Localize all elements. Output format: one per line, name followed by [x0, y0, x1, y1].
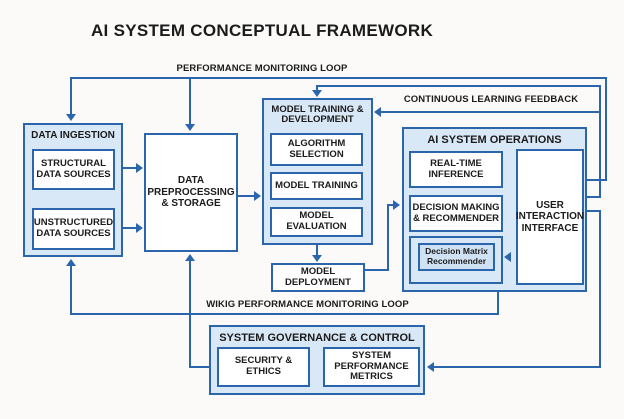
connector-preprocessing-to-training: [238, 195, 256, 197]
connector-top-loop-horizontal: [70, 77, 607, 79]
arrow-into-governance-right: [427, 362, 434, 372]
arrow-into-decision-matrix: [504, 252, 511, 262]
connector-deployment-up: [387, 204, 389, 271]
connector-top-loop-right-vertical: [605, 77, 607, 181]
connector-feedback-to-training-top: [316, 85, 318, 91]
connector-feedback-arrow-line: [380, 111, 601, 113]
diagram-title: AI SYSTEM CONCEPTUAL FRAMEWORK: [90, 21, 434, 40]
panel-model-training-title: MODEL TRAINING & DEVELOPMENT: [271, 104, 364, 126]
connector-feedback-upper-horizontal: [316, 85, 601, 87]
box-decision-matrix-recommender: Decision Matrix Recommender: [418, 243, 495, 271]
arrow-into-preprocessing-top: [185, 124, 195, 131]
connector-feedback-right-vertical: [599, 85, 601, 198]
box-algorithm-selection: ALGORITHM SELECTION: [270, 133, 363, 166]
connector-operations-to-wikig: [497, 292, 499, 315]
arrow-into-data-ingestion-top: [66, 114, 76, 121]
arrow-unstructured-to-preprocessing: [136, 223, 143, 233]
connector-training-to-deployment: [316, 245, 318, 256]
arrow-into-preprocessing-bottom: [185, 254, 195, 261]
connector-unstructured-to-preprocessing: [115, 227, 137, 229]
box-security-ethics: SECURITY & ETHICS: [217, 347, 310, 387]
arrow-into-ai-operations: [393, 200, 400, 210]
box-realtime-inference: REAL-TIME INFERENCE: [409, 151, 503, 188]
box-model-training: MODEL TRAINING: [270, 172, 363, 200]
label-wikig-monitoring-loop: WIKIG PERFORMANCE MONITORING LOOP: [206, 299, 409, 310]
label-performance-monitoring-loop: PERFORMANCE MONITORING LOOP: [176, 63, 348, 74]
connector-governance-left: [189, 366, 210, 368]
connector-interface-lower-out: [584, 210, 601, 212]
connector-loop-to-preprocessing: [189, 77, 191, 124]
box-system-performance-metrics: SYSTEM PERFORMANCE METRICS: [323, 347, 420, 387]
arrow-preprocessing-to-training: [254, 191, 261, 201]
connector-right-down-vertical: [599, 210, 601, 368]
connector-to-governance-horizontal: [432, 366, 601, 368]
box-structural-data-sources: STRUCTURAL DATA SOURCES: [32, 149, 115, 190]
connector-deployment-out: [365, 269, 389, 271]
panel-data-ingestion-title: DATA INGESTION: [31, 130, 115, 141]
panel-governance-title: SYSTEM GOVERNANCE & CONTROL: [219, 332, 415, 344]
label-continuous-learning-feedback: CONTINUOUS LEARNING FEEDBACK: [403, 94, 579, 105]
box-decision-making-recommender: DECISION MAKING & RECOMMENDER: [409, 195, 503, 232]
connector-wikig-horizontal: [70, 313, 499, 315]
arrow-into-data-ingestion-bottom: [66, 259, 76, 266]
connector-loop-to-data-ingestion: [70, 77, 72, 116]
box-unstructured-data-sources: UNSTRUCTURED DATA SOURCES: [32, 208, 115, 250]
connector-wikig-up: [70, 266, 72, 315]
arrow-into-model-deployment: [312, 255, 322, 262]
panel-ai-operations-title: AI SYSTEM OPERATIONS: [427, 134, 562, 146]
arrow-into-model-training-right: [374, 107, 381, 117]
arrow-into-model-training-top: [312, 90, 322, 97]
connector-deployment-to-operations: [387, 204, 395, 206]
box-data-preprocessing-storage: DATA PREPROCESSING & STORAGE: [144, 133, 238, 252]
connector-structural-to-preprocessing: [115, 167, 137, 169]
box-user-interaction-interface: USER INTERACTION INTERFACE: [516, 149, 584, 285]
box-model-evaluation: MODEL EVALUATION: [270, 207, 363, 237]
connector-interface-to-top-loop: [584, 179, 607, 181]
connector-interface-to-feedback: [584, 196, 601, 198]
connector-governance-up: [189, 261, 191, 368]
box-model-deployment: MODEL DEPLOYMENT: [271, 263, 365, 292]
arrow-structural-to-preprocessing: [136, 163, 143, 173]
